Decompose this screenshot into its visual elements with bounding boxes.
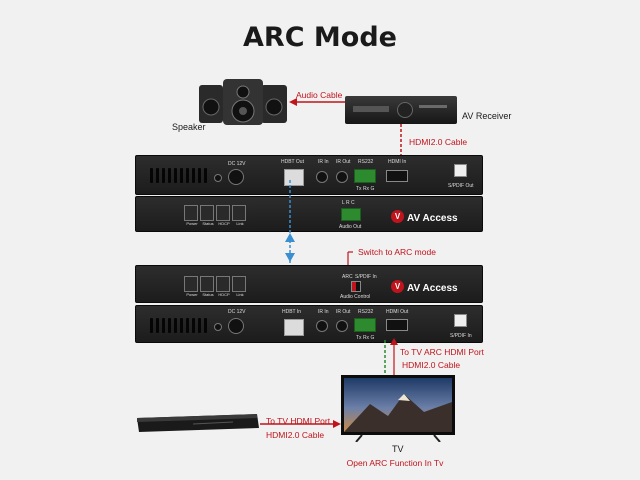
hdmi-cable-label-player: HDMI2.0 Cable	[266, 430, 325, 440]
tv-arc-cable-arrow	[390, 338, 398, 376]
power-led: Power	[184, 276, 198, 297]
ir-out-jack	[336, 320, 348, 332]
hdmi-port	[386, 170, 408, 182]
hdcp-led-label: HDCP	[218, 221, 230, 226]
ir-out-label: IR Out	[336, 159, 351, 165]
status-led: Status	[200, 205, 214, 226]
rs232-terminal	[354, 318, 376, 332]
switch-spdif-option-label: S/PDIF In	[355, 274, 377, 280]
audio-cable-label: Audio Cable	[296, 90, 343, 100]
ir-in-jack	[316, 320, 328, 332]
ir-in-label: IR In	[318, 309, 329, 315]
speaker-label: Speaker	[172, 122, 206, 132]
blu-ray-player-icon	[137, 414, 259, 432]
hdmi-port	[386, 319, 408, 331]
rs232-pins-label: Tx Rx G	[356, 335, 375, 341]
link-led: Link	[232, 276, 246, 297]
hdcp-led-label: HDCP	[218, 292, 230, 297]
status-led: Status	[200, 276, 214, 297]
tv-screen-icon	[341, 375, 455, 442]
led-indicators: Power Status HDCP Link	[184, 205, 246, 226]
tv-label: TV	[392, 444, 404, 454]
page-title: ARC Mode	[243, 22, 397, 53]
rj45-port	[284, 169, 304, 186]
rs232-terminal	[354, 169, 376, 183]
optical-port	[454, 164, 467, 177]
switch-arc-option-label: ARC	[342, 274, 353, 280]
screw-icon	[214, 323, 222, 331]
dc-power-jack	[228, 169, 244, 185]
rs232-pins-label: Tx Rx G	[356, 186, 375, 192]
vent-grill	[150, 168, 207, 183]
hdmi-in-label: HDMI In	[388, 159, 407, 165]
transmitter-rear-panel: DC 12V HDBT Out IR In IR Out RS232 Tx Rx…	[135, 155, 483, 195]
power-led-label: Power	[186, 292, 198, 297]
spdif-out-label: S/PDIF Out	[448, 183, 474, 189]
av-access-logo-icon: V	[391, 210, 404, 224]
av-access-logo-icon: V	[391, 280, 404, 294]
rs232-label: RS232	[358, 309, 374, 315]
link-led-label: Link	[236, 292, 244, 297]
hdbt-in-label: HDBT In	[282, 309, 302, 315]
rj45-port	[284, 319, 304, 336]
speaker-icon	[199, 79, 287, 125]
hdmi-cable-label-top: HDMI2.0 Cable	[409, 137, 468, 147]
arc-mode-switch[interactable]	[351, 281, 361, 292]
brand-name: AV Access	[407, 213, 458, 224]
av-receiver-device	[345, 96, 457, 124]
receiver-front-panel: Power Status HDCP Link ARC S/PDIF In Aud…	[135, 265, 483, 303]
to-tv-arc-label: To TV ARC HDMI Port	[400, 347, 484, 357]
link-led: Link	[232, 205, 246, 226]
lrc-label: L R C	[342, 200, 355, 206]
ir-in-jack	[316, 171, 328, 183]
screw-icon	[214, 174, 222, 182]
av-receiver-label: AV Receiver	[462, 111, 512, 121]
power-led-label: Power	[186, 221, 198, 226]
player-to-tv-arrow	[260, 420, 341, 428]
spdif-in-label: S/PDIF In	[450, 333, 472, 339]
power-led: Power	[184, 205, 198, 226]
status-led-label: Status	[202, 221, 214, 226]
rs232-label: RS232	[358, 159, 374, 165]
audio-control-label: Audio Control	[340, 294, 371, 300]
audio-cable-arrow	[289, 98, 348, 106]
hdmi-arc-cable-line	[384, 340, 386, 376]
audio-out-terminal	[341, 208, 361, 221]
optical-port	[454, 314, 467, 327]
vent-grill	[150, 318, 207, 333]
hdcp-led: HDCP	[216, 205, 230, 226]
hdcp-led: HDCP	[216, 276, 230, 297]
dc-port-label: DC 12V	[228, 161, 246, 167]
led-indicators: Power Status HDCP Link	[184, 276, 246, 297]
transmitter-front-panel: Power Status HDCP Link L R C Audio Out V…	[135, 196, 483, 232]
ir-out-jack	[336, 171, 348, 183]
switch-arc-label: Switch to ARC mode	[358, 247, 436, 257]
ir-in-label: IR In	[318, 159, 329, 165]
dc-power-jack	[228, 318, 244, 334]
to-tv-hdmi-label: To TV HDMI Port	[266, 416, 331, 426]
receiver-rear-panel: DC 12V HDBT In IR In IR Out RS232 Tx Rx …	[135, 305, 483, 343]
ir-out-label: IR Out	[336, 309, 351, 315]
hdmi-out-label: HDMI Out	[386, 309, 409, 315]
status-led-label: Status	[202, 292, 214, 297]
brand-name: AV Access	[407, 283, 458, 294]
link-led-label: Link	[236, 221, 244, 226]
hdmi-cable-label-tv: HDMI2.0 Cable	[402, 360, 461, 370]
open-arc-label: Open ARC Function In Tv	[346, 458, 444, 468]
dc-port-label: DC 12V	[228, 309, 246, 315]
audio-out-label: Audio Out	[339, 224, 362, 230]
hdbt-out-label: HDBT Out	[281, 159, 304, 165]
